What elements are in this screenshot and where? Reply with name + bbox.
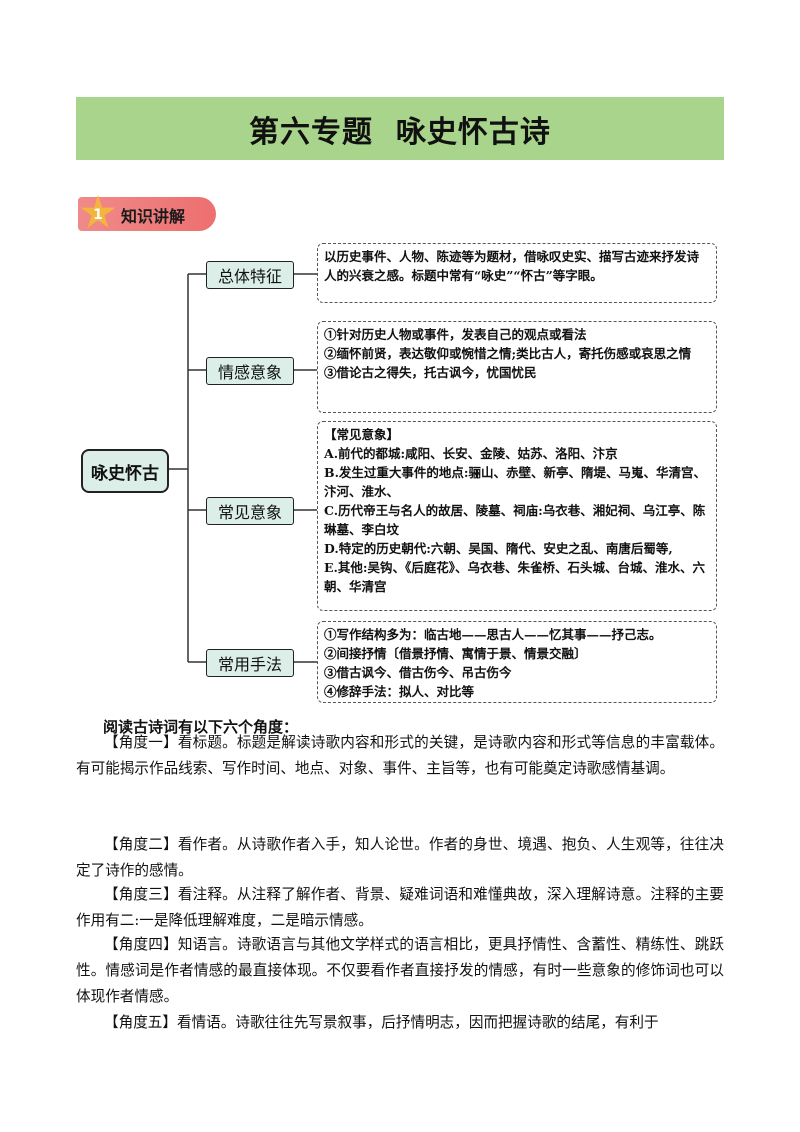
paragraph-angle-5: 【角度五】看情语。诗歌往往先写景叙事，后抒情明志，因而把握诗歌的结尾，有利于 — [104, 1014, 659, 1031]
paragraph-angle-1: 【角度一】看标题。标题是解读诗歌内容和形式的关键，是诗歌内容和形式等信息的丰富载… — [76, 734, 724, 777]
mindmap-root: 咏史怀古 — [81, 449, 169, 493]
detail-line: ①写作结构多为：临古地——思古人——忆其事——抒己志。 — [324, 627, 662, 642]
detail-line: A.前代的都城:咸阳、长安、金陵、姑苏、洛阳、汴京 — [324, 446, 618, 461]
branch-emotion-imagery: 情感意象 — [206, 357, 294, 385]
detail-line: ③借古讽今、借古伤今、吊古伤今 — [324, 665, 512, 680]
detail-line: C.历代帝王与名人的故居、陵墓、祠庙:乌衣巷、湘妃祠、乌江亭、陈琳墓、李白坟 — [324, 503, 706, 537]
section-number: 1 — [93, 207, 103, 223]
detail-line: D.特定的历史朝代:六朝、吴国、隋代、安史之乱、南唐后蜀等, — [324, 541, 673, 556]
detail-line: 【常见意象】 — [324, 427, 400, 442]
mindmap-connectors — [165, 273, 317, 663]
detail-line: ①针对历史人物或事件，发表自己的观点或看法 — [324, 327, 587, 342]
detail-common-techniques: ①写作结构多为：临古地——思古人——忆其事——抒己志。 ②间接抒情〔借景抒情、寓… — [317, 621, 717, 703]
title-banner: 第六专题 咏史怀古诗 — [76, 97, 724, 160]
detail-line: ②间接抒情〔借景抒情、寓情于景、情景交融〕 — [324, 646, 587, 661]
branch-common-techniques: 常用手法 — [206, 649, 294, 677]
detail-line: B.发生过重大事件的地点:骊山、赤壁、新亭、隋堤、马嵬、华清宫、汴河、淮水、 — [324, 465, 707, 499]
detail-line: E.其他:吴钩、《后庭花》、乌衣巷、朱雀桥、石头城、台城、淮水、六朝、华清宫 — [324, 560, 705, 594]
detail-line: ④修辞手法：拟人、对比等 — [324, 684, 475, 699]
page-title: 第六专题 咏史怀古诗 — [249, 114, 551, 150]
paragraph-angle-3: 【角度三】看注释。从注释了解作者、背景、疑难词语和难懂典故，深入理解诗意。注释的… — [76, 886, 724, 929]
branch-overall-features: 总体特征 — [206, 261, 294, 289]
reading-heading: 阅读古诗词有以下六个角度： — [103, 718, 299, 736]
branch-common-imagery: 常见意象 — [206, 497, 294, 525]
detail-line: 以历史事件、人物、陈迹等为题材，借咏叹史实、描写古迹来抒发诗人的兴衰之感。标题中… — [324, 249, 700, 283]
detail-line: ③借论古之得失，托古讽今，忧国忧民 — [324, 365, 537, 380]
detail-line: ②缅怀前贤，表达敬仰或惋惜之情;类比古人，寄托伤感或哀思之情 — [324, 346, 692, 361]
section-label: 知识讲解 — [121, 207, 186, 226]
detail-common-imagery: 【常见意象】 A.前代的都城:咸阳、长安、金陵、姑苏、洛阳、汴京 B.发生过重大… — [317, 421, 717, 611]
paragraph-angle-4: 【角度四】知语言。诗歌语言与其他文学样式的语言相比，更具抒情性、含蓄性、精练性、… — [76, 936, 724, 1005]
detail-overall-features: 以历史事件、人物、陈迹等为题材，借咏叹史实、描写古迹来抒发诗人的兴衰之感。标题中… — [317, 243, 717, 303]
paragraph-angle-2: 【角度二】看作者。从诗歌作者入手，知人论世。作者的身世、境遇、抱负、人生观等，往… — [76, 836, 724, 879]
detail-emotion-imagery: ①针对历史人物或事件，发表自己的观点或看法 ②缅怀前贤，表达敬仰或惋惜之情;类比… — [317, 321, 717, 413]
